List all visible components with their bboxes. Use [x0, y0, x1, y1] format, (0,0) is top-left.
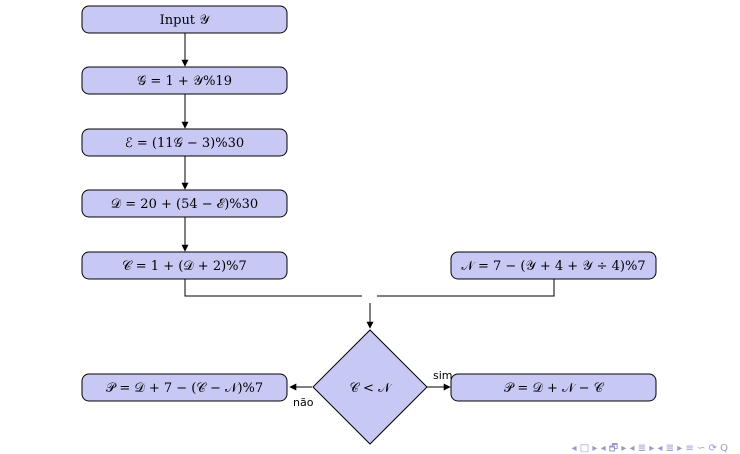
node-input: Input 𝒴	[81, 5, 288, 34]
node-n-label: 𝒩 = 7 − (𝒴 + 4 + 𝒴 ÷ 4)%7	[461, 259, 645, 274]
node-p-yes-label: 𝒫 = 𝒟 + 𝒩 − 𝒞	[504, 381, 605, 396]
node-d: 𝒟 = 20 + (54 − ℰ)%30	[81, 189, 288, 218]
edge-c-to-merge	[184, 279, 362, 297]
node-p-no-label: 𝒫 = 𝒟 + 7 − (𝒞 − 𝒩)%7	[106, 381, 263, 396]
edge-n-to-merge	[377, 279, 555, 297]
node-g: 𝒢 = 1 + 𝒴%19	[81, 66, 288, 95]
node-decision-label: 𝒞 < 𝒩	[349, 381, 393, 396]
node-c-label: 𝒞 = 1 + (𝒟 + 2)%7	[122, 259, 247, 274]
node-e-label: ℰ = (11𝒢 − 3)%30	[125, 136, 244, 151]
node-c: 𝒞 = 1 + (𝒟 + 2)%7	[81, 251, 288, 280]
navigation-controls[interactable]: ◂ □ ▸ ◂ 🗗 ▸ ◂ ≣ ▸ ◂ ≣ ▸ ≡ ∽ ⟳ Q	[572, 443, 729, 454]
node-d-label: 𝒟 = 20 + (54 − ℰ)%30	[111, 197, 258, 212]
node-n: 𝒩 = 7 − (𝒴 + 4 + 𝒴 ÷ 4)%7	[450, 251, 657, 280]
node-input-label: Input 𝒴	[160, 13, 211, 28]
edge-label-yes: sim	[433, 369, 453, 382]
node-g-label: 𝒢 = 1 + 𝒴%19	[137, 74, 232, 89]
node-p-yes: 𝒫 = 𝒟 + 𝒩 − 𝒞	[450, 373, 657, 402]
node-decision: 𝒞 < 𝒩	[312, 329, 428, 445]
node-e: ℰ = (11𝒢 − 3)%30	[81, 128, 288, 157]
node-p-no: 𝒫 = 𝒟 + 7 − (𝒞 − 𝒩)%7	[81, 373, 288, 402]
edge-label-no: não	[293, 396, 314, 409]
